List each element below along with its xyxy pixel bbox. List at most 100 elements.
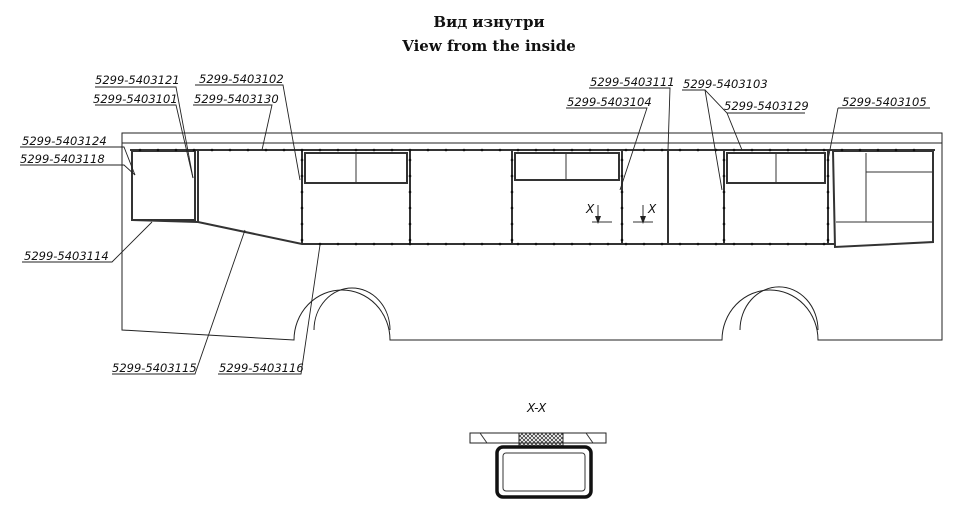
- rivet: [660, 148, 664, 152]
- rivet: [620, 222, 624, 226]
- rivet: [390, 242, 394, 246]
- rivet: [516, 148, 520, 152]
- rivet: [552, 148, 556, 152]
- bus-outline: [121, 132, 943, 341]
- rivet: [552, 242, 556, 246]
- rivet: [510, 158, 514, 162]
- rivet: [660, 242, 664, 246]
- rivet: [714, 148, 718, 152]
- rivet: [498, 148, 502, 152]
- rivet: [642, 148, 646, 152]
- rivet: [510, 190, 514, 194]
- rivet: [510, 222, 514, 226]
- rivet: [408, 238, 412, 242]
- rivet: [444, 242, 448, 246]
- part-label: 5299-5403114: [24, 249, 109, 263]
- rivet: [722, 158, 726, 162]
- rivet: [732, 148, 736, 152]
- part-labels: 5299-5403121 5299-5403101 5299-5403102 5…: [20, 72, 927, 375]
- body-frame: [130, 149, 935, 249]
- rivet: [156, 148, 160, 152]
- rivet: [876, 148, 880, 152]
- rivet: [826, 222, 830, 226]
- rivet: [822, 242, 826, 246]
- rivet: [138, 148, 142, 152]
- rivet: [624, 148, 628, 152]
- leader-lines: [20, 84, 930, 375]
- rivet: [246, 148, 250, 152]
- rivet: [444, 148, 448, 152]
- rivet: [510, 174, 514, 178]
- rivet: [480, 148, 484, 152]
- rivet: [408, 190, 412, 194]
- rivet: [570, 242, 574, 246]
- rivet: [408, 148, 412, 152]
- rivet: [588, 148, 592, 152]
- rivet: [696, 242, 700, 246]
- rivet: [722, 222, 726, 226]
- rivet: [408, 222, 412, 226]
- rivet: [786, 242, 790, 246]
- rivet: [826, 238, 830, 242]
- rivet: [624, 242, 628, 246]
- rivet: [620, 174, 624, 178]
- rivet: [722, 238, 726, 242]
- rivet: [534, 242, 538, 246]
- rivet: [300, 190, 304, 194]
- section-xx-detail: [469, 432, 607, 499]
- rivet: [426, 148, 430, 152]
- rivet: [390, 148, 394, 152]
- rivet: [826, 174, 830, 178]
- rivet: [300, 238, 304, 242]
- rivet: [300, 222, 304, 226]
- part-label: 5299-5403118: [20, 152, 105, 166]
- rivet: [722, 190, 726, 194]
- rivet: [750, 148, 754, 152]
- rivet: [826, 206, 830, 210]
- rivet: [722, 174, 726, 178]
- rivet: [858, 148, 862, 152]
- rivet: [336, 148, 340, 152]
- rivet: [264, 148, 268, 152]
- rivet: [620, 206, 624, 210]
- rivet: [750, 242, 754, 246]
- section-title: X-X: [526, 401, 547, 415]
- rivet: [408, 242, 412, 246]
- rivet: [318, 148, 322, 152]
- rivet: [768, 148, 772, 152]
- rivet: [804, 242, 808, 246]
- rivet: [354, 148, 358, 152]
- rivet: [372, 148, 376, 152]
- part-label: 5299-5403111: [590, 75, 675, 89]
- rivet: [620, 158, 624, 162]
- rivet: [300, 158, 304, 162]
- rivet: [498, 242, 502, 246]
- rivet: [822, 148, 826, 152]
- rivet: [300, 174, 304, 178]
- part-label: 5299-5403116: [219, 361, 304, 375]
- section-marker-right: X: [633, 202, 657, 224]
- rivet: [894, 148, 898, 152]
- part-label: 5299-5403102: [199, 72, 284, 86]
- rivet: [786, 148, 790, 152]
- rivet: [606, 148, 610, 152]
- rivet: [480, 242, 484, 246]
- rivet: [210, 148, 214, 152]
- rivet: [570, 148, 574, 152]
- title-en: View from the inside: [401, 37, 576, 55]
- rivet: [642, 242, 646, 246]
- rivet: [408, 206, 412, 210]
- frame-rivets: [138, 148, 916, 246]
- part-label: 5299-5403115: [112, 361, 197, 375]
- rivet: [300, 206, 304, 210]
- rivet: [826, 158, 830, 162]
- rivet: [912, 148, 916, 152]
- rivet: [714, 242, 718, 246]
- rivet: [354, 242, 358, 246]
- rivet: [510, 206, 514, 210]
- part-label: 5299-5403104: [567, 95, 652, 109]
- part-label: 5299-5403129: [724, 99, 809, 113]
- rivet: [510, 238, 514, 242]
- rivet: [426, 242, 430, 246]
